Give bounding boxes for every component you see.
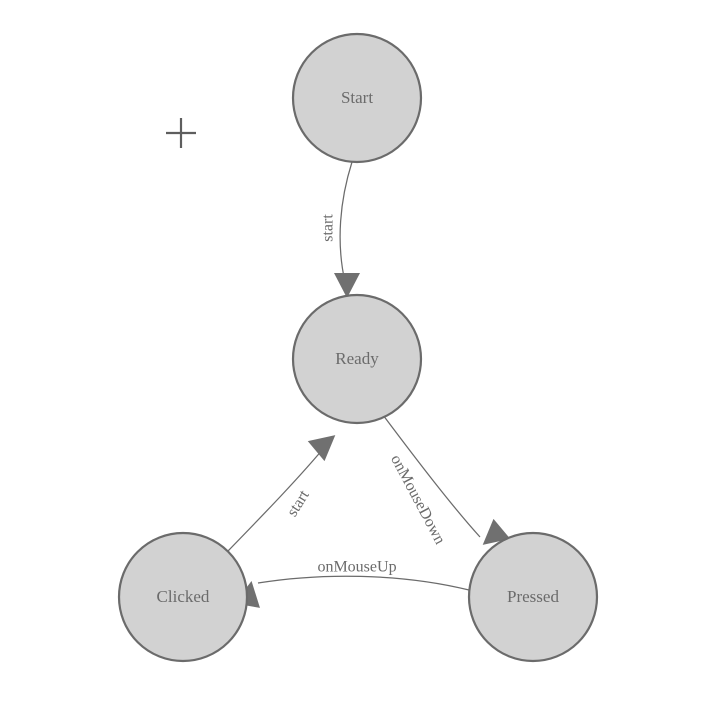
arrowhead-clicked-to-ready (307, 435, 336, 462)
edge-label-start-to-ready: start (320, 214, 337, 242)
node-label-clicked: Clicked (157, 587, 210, 606)
edge-ready-to-pressed[interactable]: onMouseDown (382, 414, 511, 555)
node-label-start: Start (341, 88, 373, 107)
node-shape-clicked[interactable] (117, 531, 249, 663)
edge-path-pressed-to-clicked[interactable] (257, 575, 470, 591)
node-ready[interactable]: Ready (291, 293, 423, 425)
edge-path-start-to-ready[interactable] (339, 161, 353, 283)
edge-label-pressed-to-clicked: onMouseUp (317, 559, 396, 576)
plus-marker[interactable] (166, 118, 196, 148)
edge-clicked-to-ready[interactable]: start (226, 425, 344, 553)
node-shape-ready[interactable] (291, 293, 423, 425)
edge-start-to-ready[interactable]: start (320, 161, 360, 298)
node-start[interactable]: Start (291, 32, 423, 164)
edge-pressed-to-clicked[interactable]: onMouseUp (234, 559, 470, 608)
node-label-pressed: Pressed (507, 587, 559, 606)
edge-label-clicked-to-ready: start (284, 487, 313, 520)
node-shape-start[interactable] (291, 32, 423, 164)
node-clicked[interactable]: Clicked (117, 531, 249, 663)
edge-path-clicked-to-ready[interactable] (226, 442, 329, 553)
node-pressed[interactable]: Pressed (467, 531, 599, 663)
arrowhead-ready-to-pressed (482, 518, 511, 545)
node-shape-pressed[interactable] (467, 531, 599, 663)
markers-layer (166, 118, 196, 148)
edge-label-ready-to-pressed: onMouseDown (387, 452, 448, 547)
nodes-layer: Start Ready Clicked Pressed (117, 32, 599, 663)
arrowhead-start-to-ready (334, 273, 360, 298)
node-label-ready: Ready (335, 349, 379, 368)
edge-path-ready-to-pressed[interactable] (382, 414, 481, 538)
